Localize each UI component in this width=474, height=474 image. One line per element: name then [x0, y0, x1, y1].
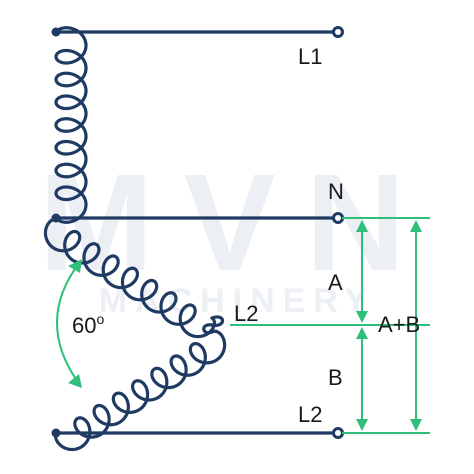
label-n: N — [328, 179, 344, 204]
label-b: B — [328, 365, 343, 390]
coil-n-l2 — [43, 217, 217, 339]
winding-group — [43, 26, 340, 452]
terminal-dots — [51, 27, 61, 438]
label-a: A — [328, 270, 343, 295]
terminal-l2-bottom — [332, 427, 344, 439]
watermark-brand: MVN — [39, 146, 436, 300]
arrow-a-down — [356, 311, 368, 323]
watermark: MVN MACHINERY — [39, 146, 436, 320]
angle-value: 60 — [72, 313, 96, 338]
label-l2-bottom: L2 — [298, 402, 322, 427]
arrow-b-up — [356, 327, 368, 339]
arrowheads — [68, 220, 422, 431]
junction-dot-bottom — [51, 428, 61, 438]
coil-l2-l2 — [54, 329, 227, 452]
coil-connector-loops — [202, 315, 225, 335]
label-l2-mid: L2 — [234, 301, 258, 326]
junction-dot-top — [51, 27, 61, 37]
junction-dot-n — [51, 213, 61, 223]
angle-arc — [56, 261, 81, 386]
arrow-b-down — [356, 419, 368, 431]
label-l1: L1 — [298, 44, 322, 69]
coil-l1-n — [54, 26, 88, 224]
arrow-angle-top — [68, 259, 82, 273]
terminal-l1 — [332, 26, 344, 38]
measurement-group — [56, 217, 430, 434]
arrow-a-up — [356, 220, 368, 232]
label-angle: 60o — [72, 311, 104, 338]
arrow-angle-bottom — [68, 374, 82, 388]
arrow-ab-up — [410, 220, 422, 232]
terminal-n — [332, 212, 344, 224]
label-a-plus-b: A+B — [378, 312, 420, 337]
arrow-ab-down — [410, 419, 422, 431]
angle-degree-mark: o — [96, 311, 104, 327]
